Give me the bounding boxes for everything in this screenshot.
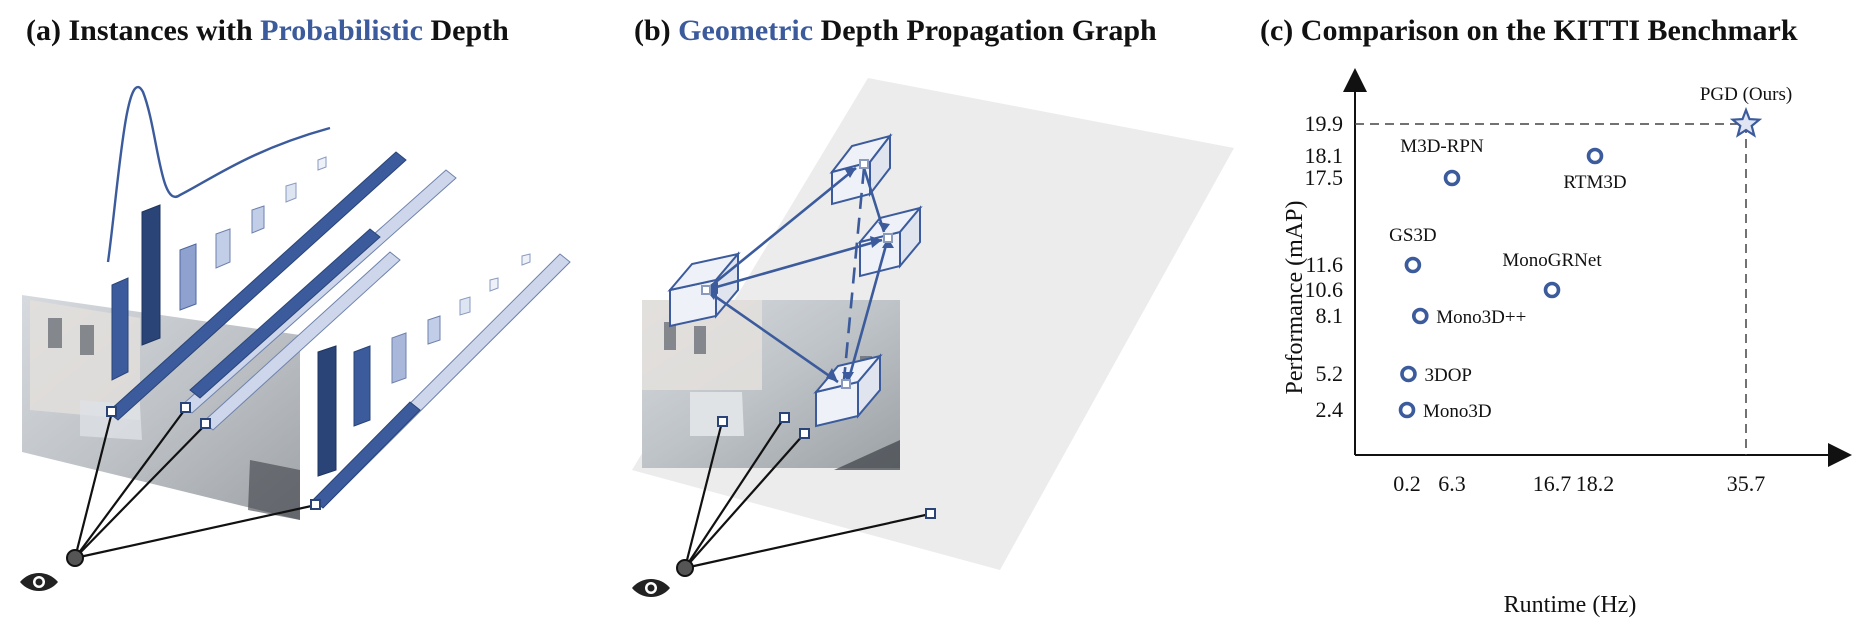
panel-c: (c) Comparison on the KITTI Benchmark 2.…	[1240, 0, 1852, 618]
y-tick-label: 10.6	[1305, 277, 1344, 302]
projection-lines	[683, 417, 931, 570]
probability-curve	[106, 85, 331, 263]
circle-marker-icon	[1404, 256, 1422, 274]
panel-b-title-prefix: (b)	[634, 14, 679, 47]
panel-b-illustration	[632, 78, 1234, 597]
x-tick-label: 0.2	[1393, 471, 1421, 496]
point-label: PGD (Ours)	[1700, 84, 1792, 105]
panel-a-title-highlight: Probabilistic	[260, 14, 423, 47]
point-label: Mono3D++	[1436, 307, 1526, 328]
car-shape	[690, 392, 744, 436]
y-tick-label: 19.9	[1305, 111, 1344, 136]
y-tick-label: 17.5	[1305, 165, 1344, 190]
panel-a-title-suffix: Depth	[422, 14, 509, 47]
x-tick-label: 6.3	[1438, 471, 1466, 496]
car-shape	[248, 460, 300, 520]
circle-marker-icon	[1443, 169, 1461, 187]
point-label: 3DOP	[1424, 365, 1472, 386]
point-label: Mono3D	[1423, 401, 1492, 422]
y-tick-label: 5.2	[1316, 361, 1344, 386]
circle-marker-icon	[1586, 147, 1604, 165]
camera-center-icon	[66, 549, 84, 567]
panel-c-title: (c) Comparison on the KITTI Benchmark	[1260, 14, 1798, 47]
panel-a-title-prefix: (a) Instances with	[26, 14, 261, 47]
panel-b-title: (b) Geometric Depth Propagation Graph	[634, 14, 1157, 48]
panel-a-illustration	[20, 85, 571, 591]
point-label: M3D-RPN	[1400, 136, 1484, 157]
circle-marker-icon	[1411, 307, 1429, 325]
eye-icon	[20, 573, 58, 591]
window	[694, 326, 706, 354]
y-tick-label: 18.1	[1305, 143, 1344, 168]
graph-edges	[705, 166, 890, 384]
car-shape	[834, 440, 900, 470]
keypoint-markers	[106, 402, 321, 510]
projection-lines	[73, 407, 317, 560]
depth-histogram-bars	[111, 156, 531, 477]
circle-marker-icon	[1400, 365, 1417, 383]
point-label: RTM3D	[1563, 172, 1626, 193]
circle-marker-icon	[1398, 401, 1416, 419]
star-icon	[1729, 106, 1763, 138]
eye-icon	[632, 579, 670, 597]
panel-a: (a) Instances with Probabilistic Depth	[0, 0, 600, 618]
circle-marker-icon	[1543, 281, 1561, 299]
keypoint-markers	[717, 412, 936, 519]
x-tick-label: 18.2	[1576, 471, 1615, 496]
graph-nodes	[701, 159, 893, 389]
x-tick-label: 35.7	[1727, 471, 1766, 496]
y-tick-label: 8.1	[1316, 303, 1344, 328]
y-tick-label: 2.4	[1316, 397, 1344, 422]
point-label: MonoGRNet	[1502, 250, 1602, 271]
depth-rays	[107, 151, 571, 509]
camera-center-icon	[676, 559, 694, 577]
graph-arrowheads	[706, 168, 894, 382]
point-label: GS3D	[1389, 225, 1437, 246]
window	[48, 318, 62, 348]
window	[664, 322, 676, 350]
y-tick-label: 11.6	[1305, 252, 1343, 277]
panel-b-title-suffix: Depth Propagation Graph	[813, 14, 1157, 47]
panel-a-title: (a) Instances with Probabilistic Depth	[26, 14, 509, 48]
panel-b: (b) Geometric Depth Propagation Graph	[620, 0, 1240, 618]
panel-b-title-highlight: Geometric	[678, 14, 814, 47]
window	[80, 325, 94, 355]
x-axis-label: Runtime (Hz)	[1504, 592, 1637, 618]
x-tick-label: 16.7	[1533, 471, 1572, 496]
y-axis-label: Performance (mAP)	[1282, 201, 1308, 395]
